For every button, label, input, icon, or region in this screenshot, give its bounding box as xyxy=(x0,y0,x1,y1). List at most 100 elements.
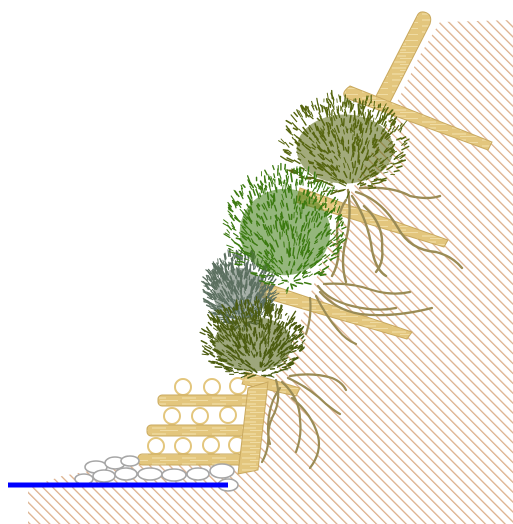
shrub-middle-twig xyxy=(296,180,297,186)
shrub-bottom-twig xyxy=(276,305,277,310)
shrub-middle-twig xyxy=(267,282,273,283)
shrub-top-twig xyxy=(328,129,329,134)
shrub-middle-twig xyxy=(253,190,255,196)
shrub-grey-twig xyxy=(228,250,229,257)
shrub-top-twig xyxy=(319,108,320,112)
shrub-middle-twig xyxy=(293,234,294,237)
shrub-bottom-twig xyxy=(256,297,257,303)
shrub-top-twig xyxy=(315,105,317,109)
log-ends xyxy=(148,378,246,454)
shrub-top-twig xyxy=(394,171,399,172)
shrub-middle-twig xyxy=(303,191,304,194)
shrub-top-twig xyxy=(317,118,319,120)
shrub-top-twig xyxy=(347,99,348,101)
shrub-top-twig xyxy=(329,100,331,104)
shrub-middle-twig xyxy=(327,194,328,197)
shrub-middle-twig xyxy=(321,274,326,275)
shrub-top-twig xyxy=(281,156,287,160)
shrub-top-twig xyxy=(324,106,325,108)
shrub-middle-twig xyxy=(227,245,233,247)
shrub-top-twig xyxy=(286,121,291,124)
shrub-middle-twig xyxy=(309,197,310,203)
shrub-top-twig xyxy=(358,121,359,124)
shrub-bottom-twig xyxy=(217,363,222,364)
shrub-middle-twig xyxy=(294,279,300,281)
shrub-middle-twig xyxy=(289,262,290,266)
shrub-bottom-twig xyxy=(265,336,266,344)
shrub-grey-twig xyxy=(232,257,233,261)
shrub-grey-twig xyxy=(237,267,238,274)
shrub-top-twig xyxy=(347,102,348,107)
shrub-top-twig xyxy=(376,116,378,119)
shrub-top-twig xyxy=(358,145,359,152)
shrub-middle-twig xyxy=(274,174,275,178)
shrub-grey-twig xyxy=(246,275,247,278)
shrub-top-twig xyxy=(343,143,344,150)
shrub-top-twig xyxy=(386,115,387,119)
shrub-middle-twig xyxy=(272,284,275,285)
shrub-bottom-twig xyxy=(285,323,287,328)
shrub-top-twig xyxy=(352,104,353,109)
shrub-middle-twig xyxy=(304,201,305,208)
shrub-top-twig xyxy=(323,191,327,192)
shrub-top-twig xyxy=(380,113,381,118)
shrub-middle-twig xyxy=(321,192,322,195)
shrub-grey-twig xyxy=(229,262,230,265)
shrub-middle-twig xyxy=(300,233,301,239)
shrub-middle-twig xyxy=(290,248,291,254)
shrub-top-twig xyxy=(366,128,367,132)
shrub-middle-twig xyxy=(294,238,295,241)
shrub-middle-twig xyxy=(227,230,230,233)
shrub-top-twig xyxy=(374,101,375,106)
shrub-top-twig xyxy=(290,143,293,145)
shrub-middle-twig xyxy=(330,217,331,220)
shrub-middle-twig xyxy=(305,283,311,285)
shrub-middle-twig xyxy=(291,174,292,182)
shrub-middle-twig xyxy=(247,204,249,207)
shrub-top-twig xyxy=(350,105,351,113)
shrub-middle-twig xyxy=(322,183,323,188)
shrub-middle-twig xyxy=(265,170,267,175)
shrub-top-twig xyxy=(327,99,328,103)
shrub-middle-twig xyxy=(232,239,235,242)
shrub-top-twig xyxy=(294,113,297,117)
shrub-middle-twig xyxy=(286,175,287,181)
shrub-middle-twig xyxy=(257,214,258,217)
shrub-bottom-twig xyxy=(227,325,228,330)
shrub-middle-twig xyxy=(308,167,309,174)
shrub-top-twig xyxy=(352,163,353,168)
shrub-middle-twig xyxy=(302,226,303,231)
shrub-bottom-twig xyxy=(210,353,214,356)
shrub-middle-twig xyxy=(249,210,250,214)
shrub-middle-twig xyxy=(240,209,244,213)
shrub-bottom-twig xyxy=(254,328,255,336)
shrub-middle-twig xyxy=(316,182,318,188)
shrub-top-twig xyxy=(341,107,342,112)
shrub-bottom-twig xyxy=(244,303,245,305)
shrub-middle-twig xyxy=(262,187,264,194)
shrub-top-twig xyxy=(328,107,330,115)
shrub-middle-twig xyxy=(280,276,282,279)
shrub-grey-twig xyxy=(215,281,216,283)
shrub-grey-twig xyxy=(262,269,263,273)
shrub-middle-twig xyxy=(316,175,317,178)
shrub-middle-twig xyxy=(296,283,302,284)
shrub-grey-twig xyxy=(211,277,212,280)
shrub-top-twig xyxy=(371,123,372,129)
shrub-middle-twig xyxy=(284,180,285,183)
shrub-bottom-twig xyxy=(271,373,275,374)
shrub-bottom-twig xyxy=(262,331,263,337)
shrub-bottom-twig xyxy=(281,315,282,319)
shrub-top-twig xyxy=(345,95,346,103)
shrub-bottom-twig xyxy=(269,309,270,313)
shrub-bottom-twig xyxy=(287,316,289,320)
shrub-bottom-twig xyxy=(265,316,266,318)
shrub-middle-twig xyxy=(272,183,273,187)
shrub-top-twig xyxy=(350,116,351,122)
shrub-grey-twig xyxy=(240,290,241,296)
shrub-bottom-twig xyxy=(234,308,235,310)
shrub-top-twig xyxy=(352,179,353,182)
shrub-middle-twig xyxy=(224,220,228,223)
shrub-middle-twig xyxy=(265,188,266,194)
